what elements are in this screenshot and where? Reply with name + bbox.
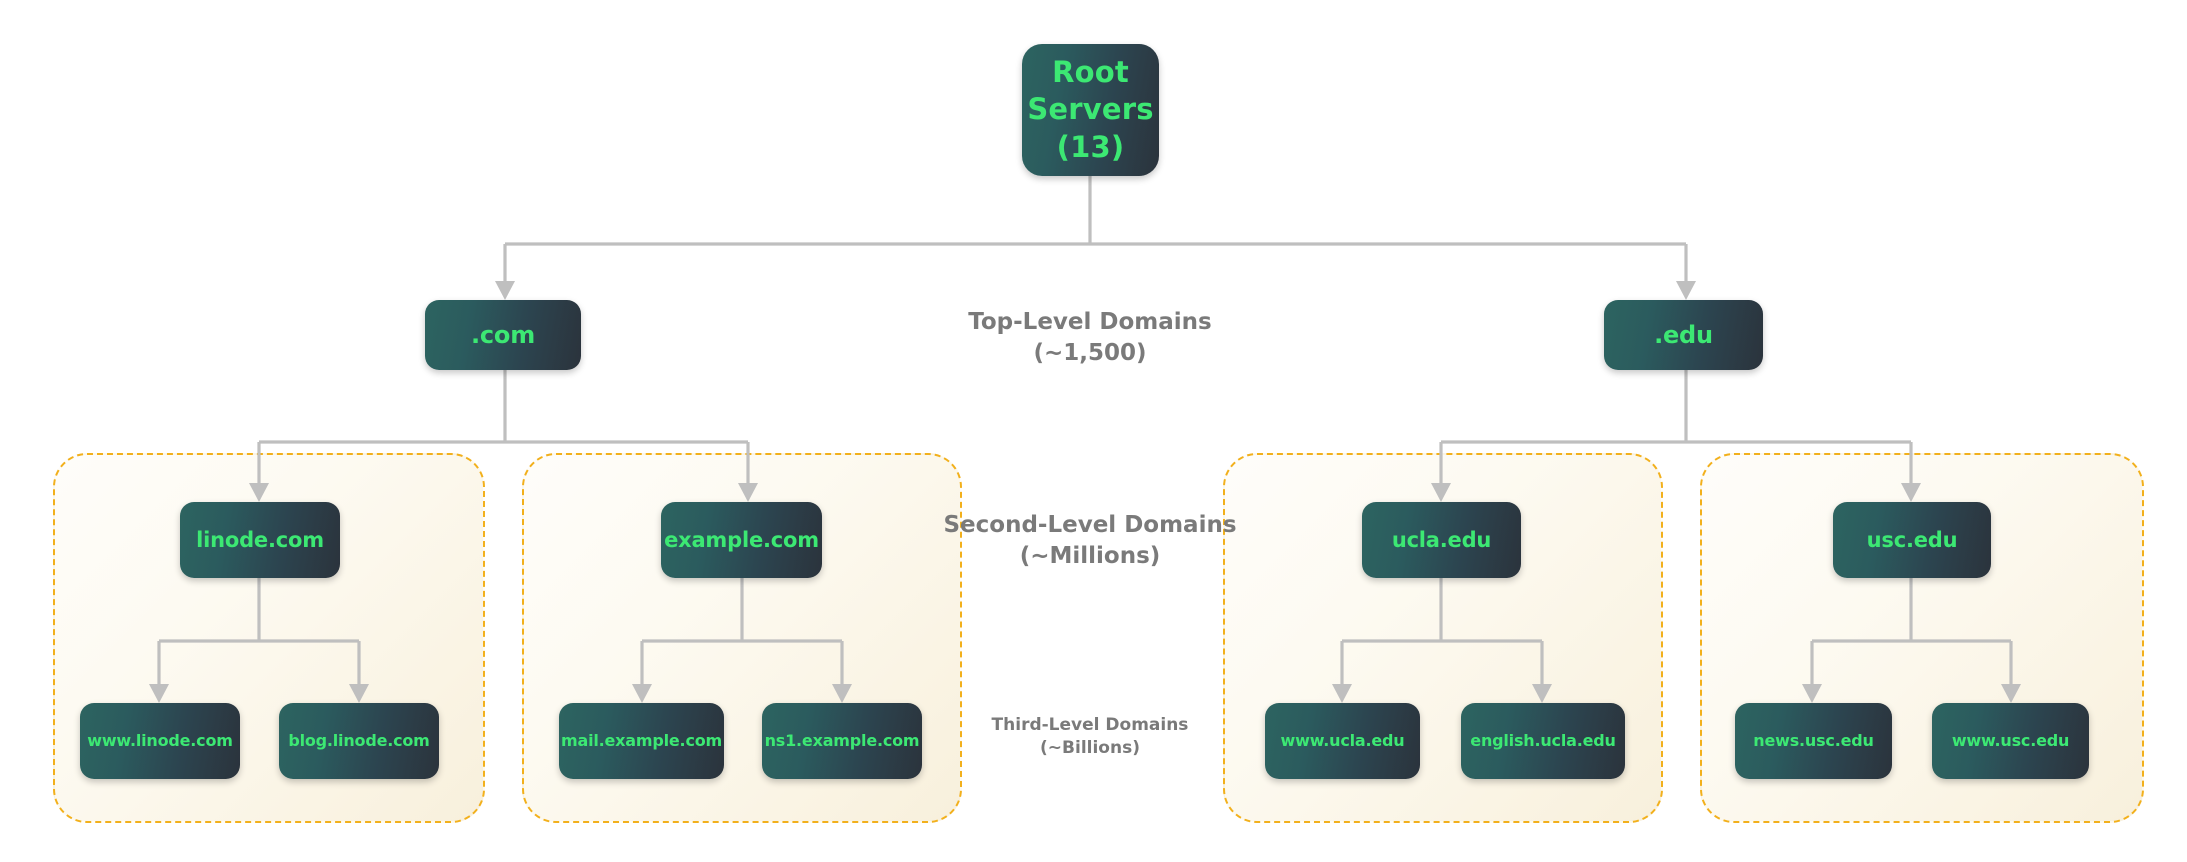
tier-label-second-level-domains: Second-Level Domains (~Millions) — [943, 512, 1237, 570]
node-third-mail-example-com[interactable]: mail.example.com — [559, 703, 724, 779]
node-third-www-linode-com[interactable]: www.linode.com — [80, 703, 240, 779]
node-third-news-usc-edu[interactable]: news.usc.edu — [1735, 703, 1892, 779]
node-third-www-usc-edu[interactable]: www.usc.edu — [1932, 703, 2089, 779]
tier-label-third-level-domains: Third-Level Domains (~Billions) — [991, 715, 1189, 758]
tier-label-top-level-domains: Top-Level Domains (~1,500) — [968, 309, 1212, 367]
node-third-english-ucla-edu[interactable]: english.ucla.edu — [1461, 703, 1625, 779]
node-root-servers[interactable]: Root Servers (13) — [1022, 44, 1159, 176]
node-tld-com[interactable]: .com — [425, 300, 581, 370]
node-sld-usc-edu[interactable]: usc.edu — [1833, 502, 1991, 578]
node-third-ns1-example-com[interactable]: ns1.example.com — [762, 703, 922, 779]
node-tld-edu[interactable]: .edu — [1604, 300, 1763, 370]
node-sld-example-com[interactable]: example.com — [661, 502, 822, 578]
node-sld-ucla-edu[interactable]: ucla.edu — [1362, 502, 1521, 578]
node-sld-linode-com[interactable]: linode.com — [180, 502, 340, 578]
node-third-blog-linode-com[interactable]: blog.linode.com — [279, 703, 439, 779]
node-third-www-ucla-edu[interactable]: www.ucla.edu — [1265, 703, 1420, 779]
